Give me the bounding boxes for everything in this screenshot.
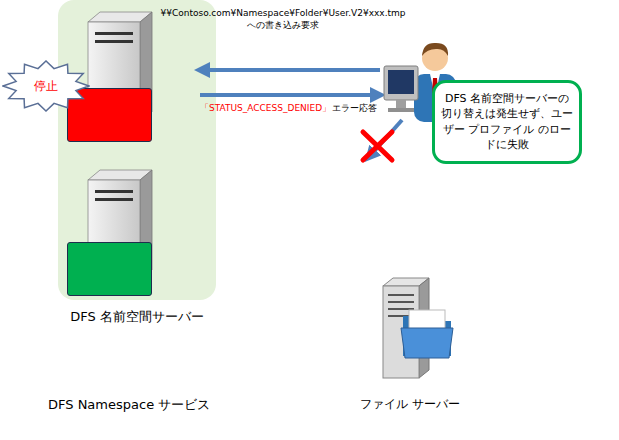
node-text: 停止 bbox=[34, 78, 58, 95]
note-callout: DFS 名前空間サーバーの切り替えは発生せず、ユーザー プロファイル のロードに… bbox=[432, 80, 582, 164]
node-text: ファイル サーバー bbox=[355, 396, 465, 413]
node-text: DFS Namespace サービス bbox=[48, 397, 106, 413]
request-label: ¥¥Contoso.com¥Namespace¥Folder¥User.V2¥x… bbox=[158, 8, 408, 31]
file-server-icon bbox=[355, 272, 465, 382]
stop-burst: 停止 bbox=[2, 60, 90, 112]
response-arrow bbox=[200, 93, 378, 97]
file-server: ファイル サーバー bbox=[355, 272, 465, 413]
running-service-box: DFS Namespace サービス bbox=[67, 242, 152, 296]
node-text: DFS 名前空間サーバー bbox=[38, 308, 236, 326]
cross-mark bbox=[363, 132, 392, 160]
server-group-ground bbox=[58, 0, 216, 300]
request-arrow bbox=[202, 68, 380, 72]
error-code-label: 「STATUS_ACCESS_DENIED」 bbox=[200, 103, 331, 115]
error-label: エラー応答 bbox=[332, 103, 377, 115]
node-text: DFS 名前空間サーバーの切り替えは発生せず、ユーザー プロファイル のロードに… bbox=[441, 91, 573, 153]
server-group: DFS 名前空間サーバーDFS Namespace サービスDFS Namesp… bbox=[58, 0, 216, 300]
